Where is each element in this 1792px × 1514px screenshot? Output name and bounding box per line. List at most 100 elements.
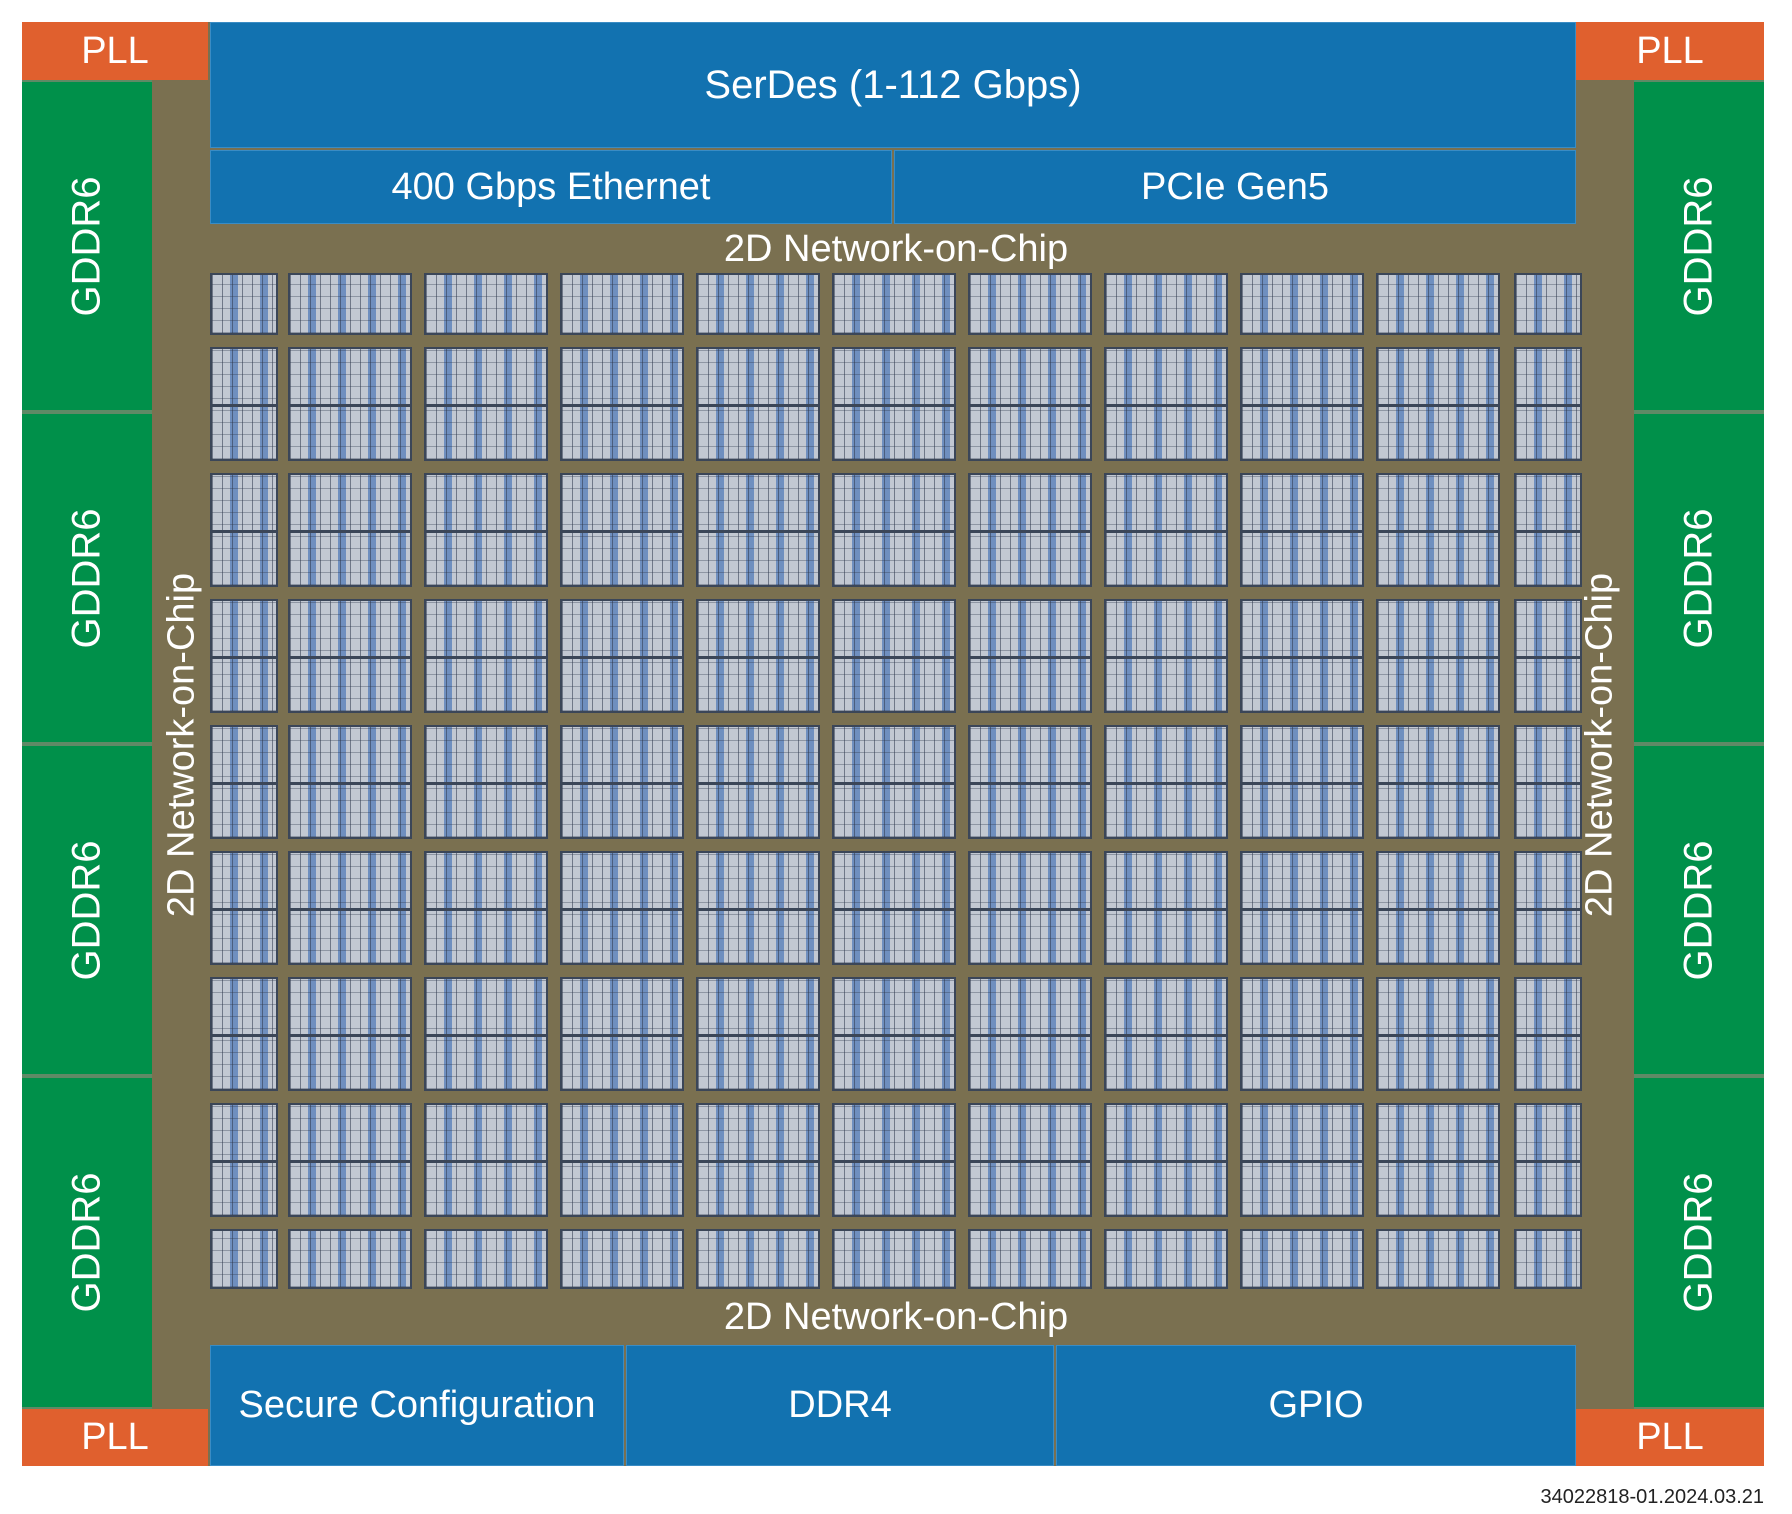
ethernet-block: 400 Gbps Ethernet xyxy=(210,150,892,224)
compute-tile xyxy=(1240,473,1364,587)
compute-tile xyxy=(1240,725,1364,839)
compute-tile xyxy=(210,347,278,461)
compute-tile xyxy=(832,977,956,1091)
gddr6-right-2: GDDR6 xyxy=(1634,412,1764,744)
compute-tile xyxy=(210,273,278,335)
compute-tile xyxy=(560,1229,684,1289)
compute-tile xyxy=(832,725,956,839)
compute-tile xyxy=(288,273,412,335)
compute-tile xyxy=(1240,977,1364,1091)
noc-label-top: 2D Network-on-Chip xyxy=(723,228,1069,270)
compute-tile xyxy=(1376,347,1500,461)
compute-tile xyxy=(1104,273,1228,335)
serdes-label: SerDes (1-112 Gbps) xyxy=(704,62,1082,107)
compute-tile xyxy=(424,599,548,713)
compute-tile xyxy=(288,347,412,461)
ddr4-block: DDR4 xyxy=(626,1345,1054,1466)
compute-tile xyxy=(1514,273,1582,335)
compute-tile xyxy=(696,273,820,335)
compute-tile xyxy=(560,599,684,713)
compute-tile xyxy=(1240,347,1364,461)
compute-tile xyxy=(210,473,278,587)
gddr6-label: GDDR6 xyxy=(64,1172,109,1313)
pll-bottom-left: PLL xyxy=(22,1409,208,1466)
compute-tile xyxy=(424,273,548,335)
compute-tile xyxy=(1104,977,1228,1091)
compute-tile xyxy=(424,1229,548,1289)
gddr6-right-4: GDDR6 xyxy=(1634,1076,1764,1409)
compute-tile xyxy=(968,977,1092,1091)
compute-tile xyxy=(968,473,1092,587)
pll-top-right: PLL xyxy=(1576,22,1764,80)
compute-tile xyxy=(560,1103,684,1217)
compute-tile xyxy=(560,977,684,1091)
compute-tile xyxy=(288,473,412,587)
noc-label-bottom: 2D Network-on-Chip xyxy=(723,1296,1069,1338)
gddr6-right-3: GDDR6 xyxy=(1634,744,1764,1076)
compute-tile xyxy=(288,977,412,1091)
compute-tile xyxy=(288,1103,412,1217)
gddr6-label: GDDR6 xyxy=(64,839,109,981)
pll-label: PLL xyxy=(81,1416,149,1458)
compute-tile xyxy=(424,977,548,1091)
compute-tile-array xyxy=(210,273,1582,1289)
compute-tile xyxy=(1376,977,1500,1091)
compute-tile xyxy=(210,851,278,965)
compute-tile xyxy=(1104,1229,1228,1289)
compute-tile xyxy=(696,725,820,839)
gddr6-label: GDDR6 xyxy=(1676,507,1721,649)
pll-label: PLL xyxy=(81,29,149,72)
gddr6-left-3: GDDR6 xyxy=(22,744,152,1076)
compute-tile xyxy=(560,725,684,839)
compute-tile xyxy=(832,273,956,335)
pll-bottom-right: PLL xyxy=(1576,1409,1764,1466)
compute-tile xyxy=(1104,347,1228,461)
compute-tile xyxy=(1376,273,1500,335)
compute-tile xyxy=(832,473,956,587)
secure-configuration-label: Secure Configuration xyxy=(238,1384,596,1426)
ddr4-label: DDR4 xyxy=(788,1384,892,1426)
serdes-block: SerDes (1-112 Gbps) xyxy=(210,22,1576,148)
compute-tile xyxy=(424,347,548,461)
compute-tile xyxy=(1104,599,1228,713)
gddr6-right-1: GDDR6 xyxy=(1634,80,1764,412)
gpio-label: GPIO xyxy=(1268,1384,1364,1426)
compute-tile xyxy=(1240,851,1364,965)
compute-tile xyxy=(1240,1103,1364,1217)
compute-tile xyxy=(832,347,956,461)
pcie-label: PCIe Gen5 xyxy=(1141,165,1329,208)
compute-tile xyxy=(424,1103,548,1217)
compute-tile xyxy=(1104,473,1228,587)
gddr6-left-2: GDDR6 xyxy=(22,412,152,744)
gddr6-label: GDDR6 xyxy=(1676,1172,1721,1313)
compute-tile xyxy=(210,725,278,839)
secure-configuration-block: Secure Configuration xyxy=(210,1345,624,1466)
compute-tile xyxy=(696,347,820,461)
gddr6-left-4: GDDR6 xyxy=(22,1076,152,1409)
compute-tile xyxy=(968,347,1092,461)
compute-tile xyxy=(968,1103,1092,1217)
compute-tile xyxy=(1240,273,1364,335)
gpio-block: GPIO xyxy=(1056,1345,1576,1466)
compute-tile xyxy=(1514,851,1582,965)
compute-tile xyxy=(696,851,820,965)
compute-tile xyxy=(424,851,548,965)
compute-tile xyxy=(288,1229,412,1289)
pll-top-left: PLL xyxy=(22,22,208,80)
compute-tile xyxy=(1376,1103,1500,1217)
compute-tile xyxy=(1514,347,1582,461)
ethernet-label: 400 Gbps Ethernet xyxy=(391,165,711,208)
compute-tile xyxy=(424,725,548,839)
compute-tile xyxy=(1240,599,1364,713)
compute-tile xyxy=(696,977,820,1091)
compute-tile xyxy=(288,599,412,713)
compute-tile xyxy=(1376,725,1500,839)
compute-tile xyxy=(560,851,684,965)
compute-tile xyxy=(424,473,548,587)
compute-tile xyxy=(696,599,820,713)
gddr6-label: GDDR6 xyxy=(1676,839,1721,981)
compute-tile xyxy=(1376,473,1500,587)
compute-tile xyxy=(1514,599,1582,713)
compute-tile xyxy=(210,1229,278,1289)
compute-tile xyxy=(968,1229,1092,1289)
